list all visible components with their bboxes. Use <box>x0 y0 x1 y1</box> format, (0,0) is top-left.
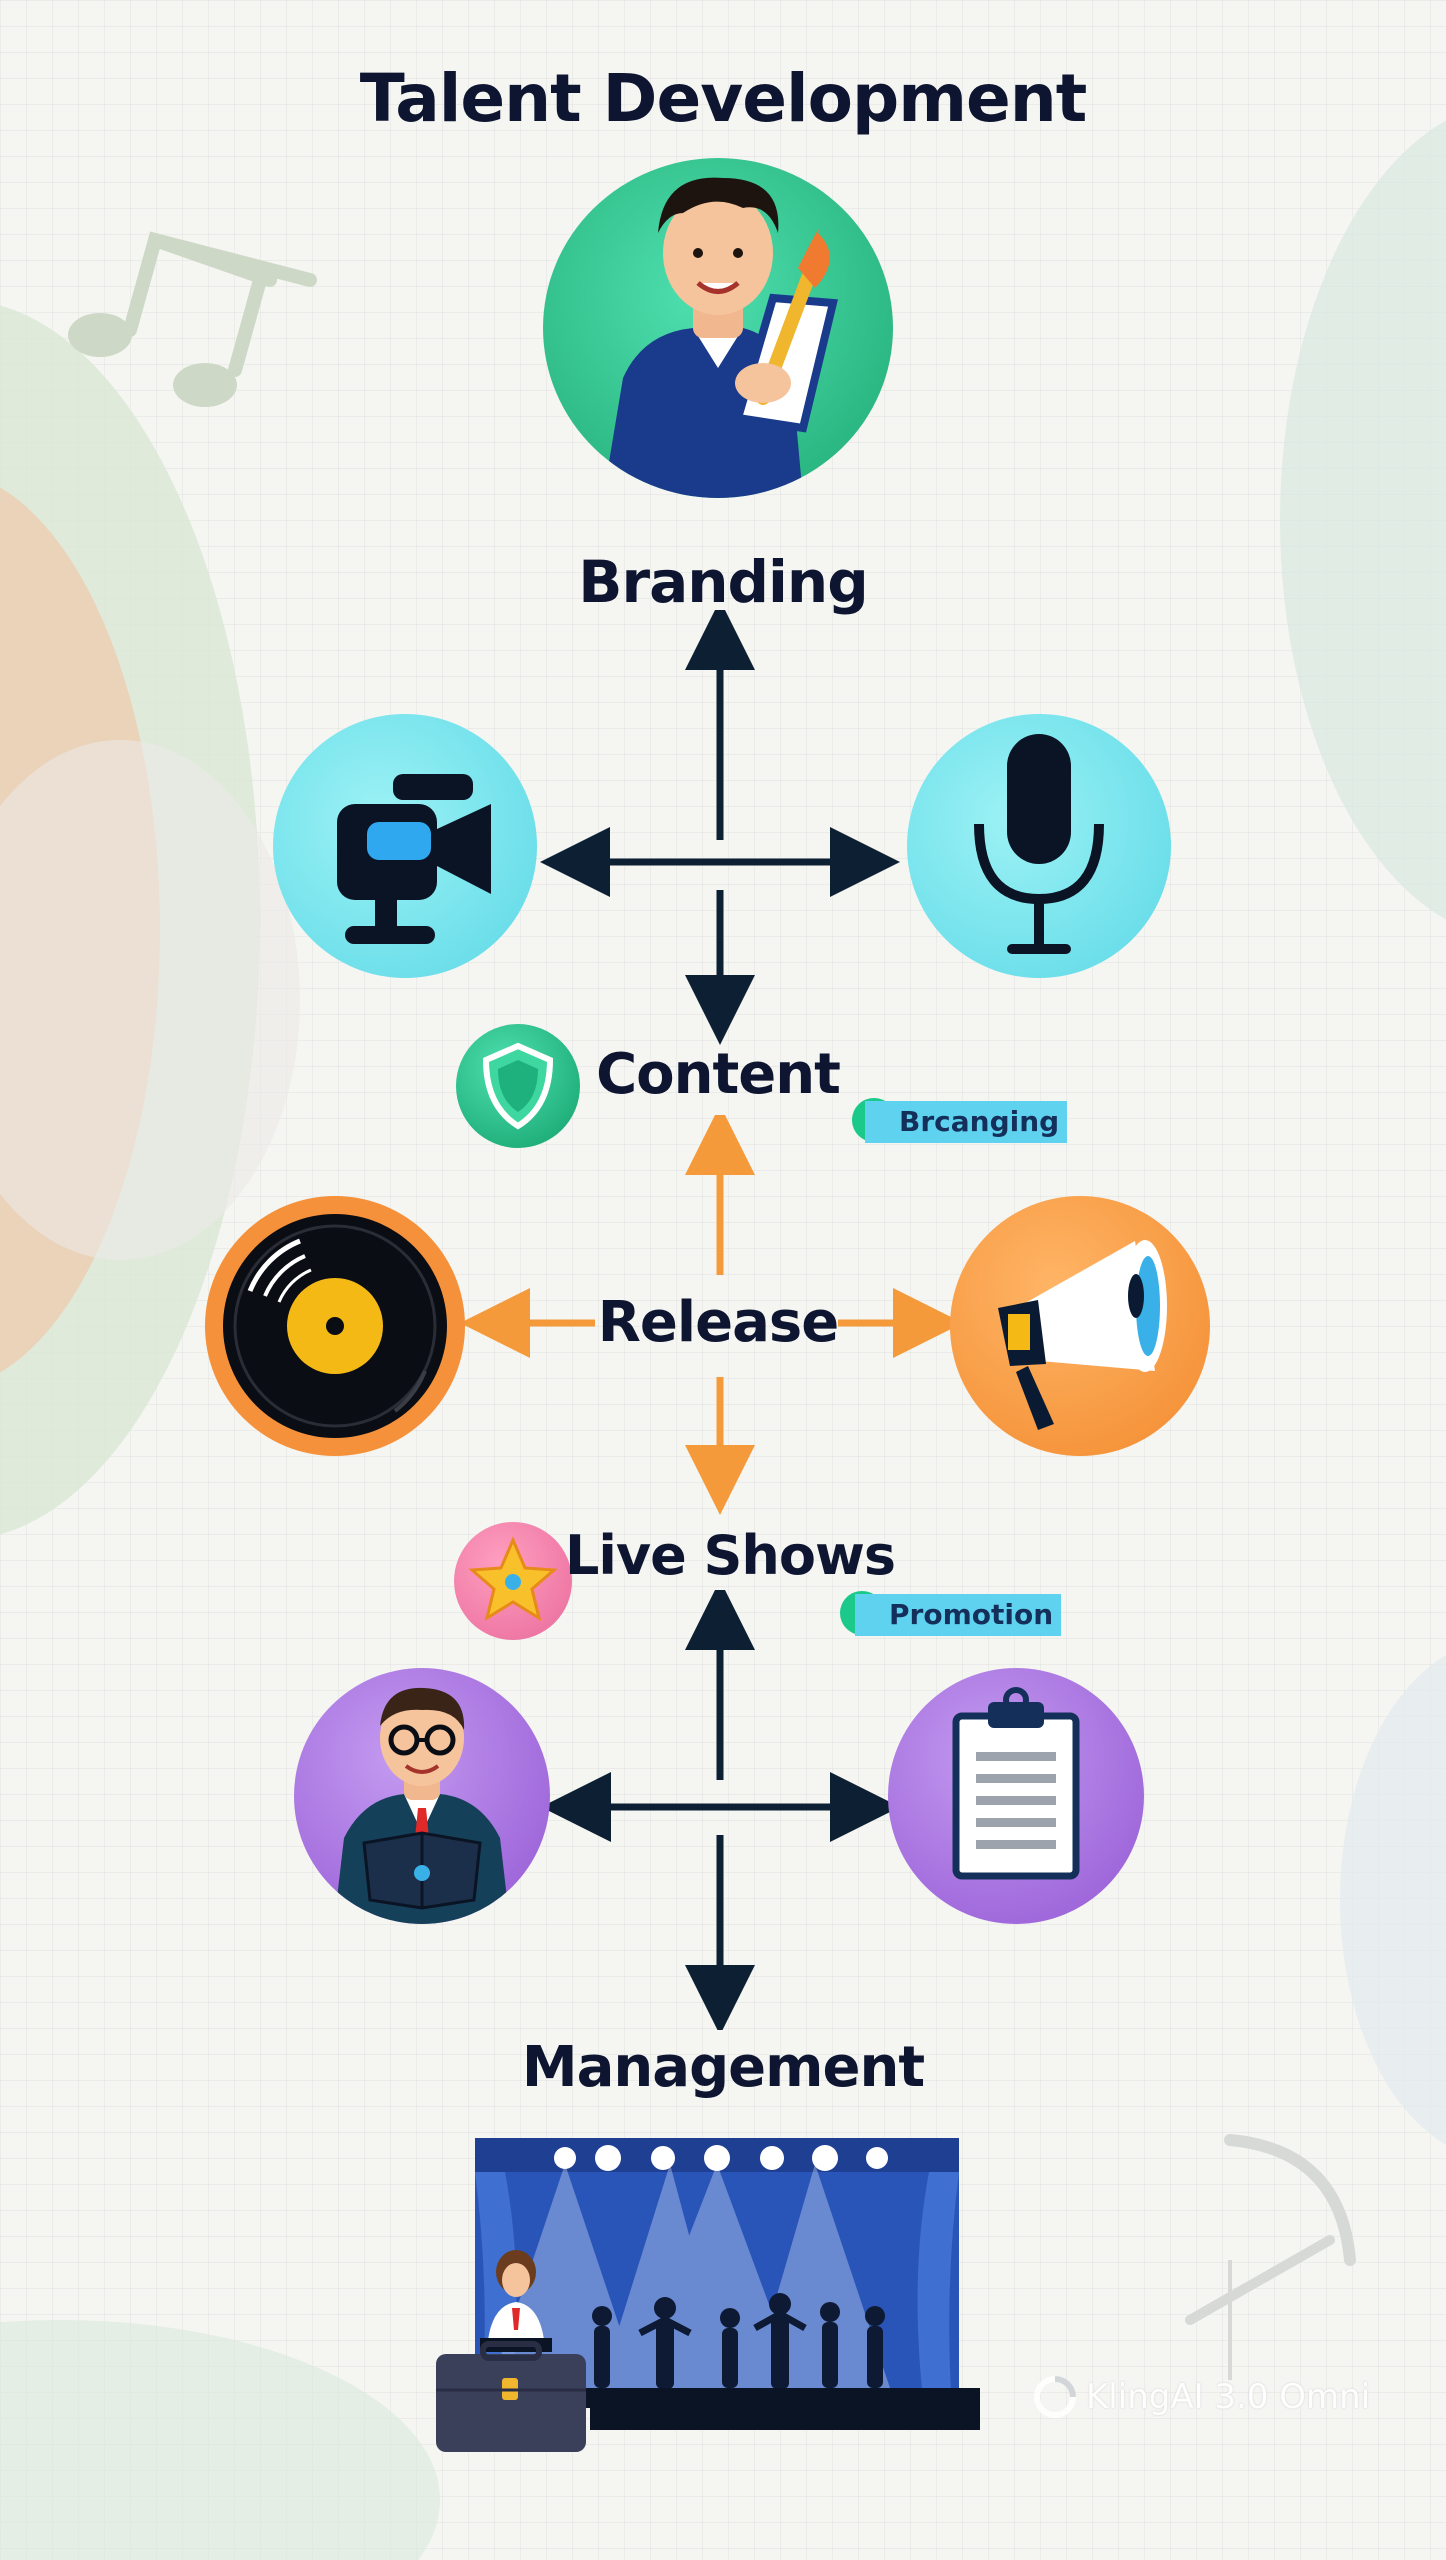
tag-brcanging: Brcanging <box>865 1101 1068 1143</box>
node-branding-label: Branding <box>578 548 868 616</box>
vinyl-record-icon <box>205 1196 465 1456</box>
manager-with-book-icon <box>294 1668 550 1924</box>
tag-promotion: Promotion <box>855 1594 1062 1636</box>
node-release-label: Release <box>597 1290 839 1355</box>
node-content-label: Content <box>596 1042 841 1107</box>
live-shows-arrow-cross <box>541 1590 900 2030</box>
node-management-label: Management <box>521 2035 925 2100</box>
megaphone-icon <box>950 1196 1210 1456</box>
release-arrow-cross <box>460 1115 963 1515</box>
node-live-shows-label: Live Shows <box>564 1524 896 1587</box>
watermark: KlingAI 3.0 Omni <box>1030 2372 1370 2422</box>
briefcase-icon <box>428 2250 598 2460</box>
pick-icon <box>1185 2134 1356 2380</box>
video-camera-icon <box>273 714 537 978</box>
music-note-icon <box>68 231 317 407</box>
star-icon <box>454 1522 572 1640</box>
artist-with-brush-icon <box>543 158 893 498</box>
kling-logo-icon <box>1034 2376 1076 2418</box>
page-title: Talent Development <box>359 60 1088 137</box>
shield-icon <box>456 1024 580 1148</box>
clipboard-icon <box>888 1668 1144 1924</box>
microphone-icon <box>907 714 1171 978</box>
branding-arrow-cross <box>540 610 900 1045</box>
watermark-text: KlingAI 3.0 Omni <box>1086 2377 1371 2417</box>
